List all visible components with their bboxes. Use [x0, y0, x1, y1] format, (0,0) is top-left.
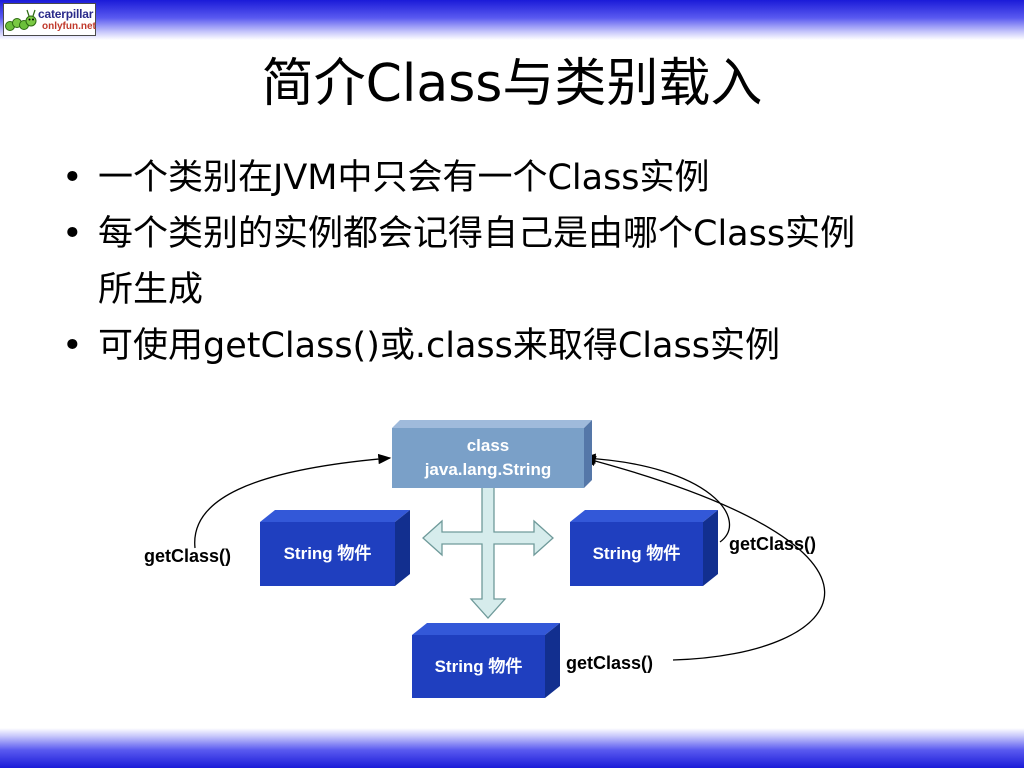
object-box-bottom-shape	[412, 623, 560, 698]
caterpillar-icon	[5, 9, 37, 31]
bullet-list: 一个类别在JVM中只会有一个Class实例 每个类别的实例都会记得自己是由哪个C…	[62, 150, 962, 374]
getclass-arrow-left	[194, 453, 392, 549]
caterpillar-logo: caterpillar onlyfun.net	[3, 3, 96, 36]
object-box-right-shape	[570, 510, 718, 586]
object-box-left-shape	[260, 510, 410, 586]
cross-arrow-connector	[422, 482, 554, 619]
class-box-shape	[392, 420, 592, 488]
object-box-bottom-label: String 物件	[434, 656, 523, 676]
object-box-left-label: String 物件	[283, 544, 372, 563]
slide-title: 简介Class与类别载入	[261, 54, 763, 114]
object-box-right-label: String 物件	[592, 544, 681, 563]
class-box-label: class java.lang.String	[424, 436, 552, 479]
class-instance-diagram: class java.lang.String String 物件 String …	[130, 410, 910, 710]
getclass-arrow-right	[582, 453, 731, 543]
bullet-item: 每个类别的实例都会记得自己是由哪个Class实例所生成	[62, 206, 888, 318]
bullet-item: 可使用getClass()或.class来取得Class实例	[62, 318, 962, 374]
top-gradient-bar	[0, 0, 1024, 40]
bottom-gradient-bar	[0, 728, 1024, 768]
diagram-graphics	[194, 420, 826, 698]
getclass-label-left: getClass()	[144, 546, 232, 566]
logo-site: onlyfun.net	[42, 21, 96, 32]
logo-wordmark: caterpillar	[38, 7, 94, 21]
getclass-arrow-bottom	[582, 455, 826, 661]
getclass-label-bottom: getClass()	[566, 653, 654, 673]
bullet-item: 一个类别在JVM中只会有一个Class实例	[62, 150, 962, 206]
getclass-label-right: getClass()	[729, 534, 817, 554]
